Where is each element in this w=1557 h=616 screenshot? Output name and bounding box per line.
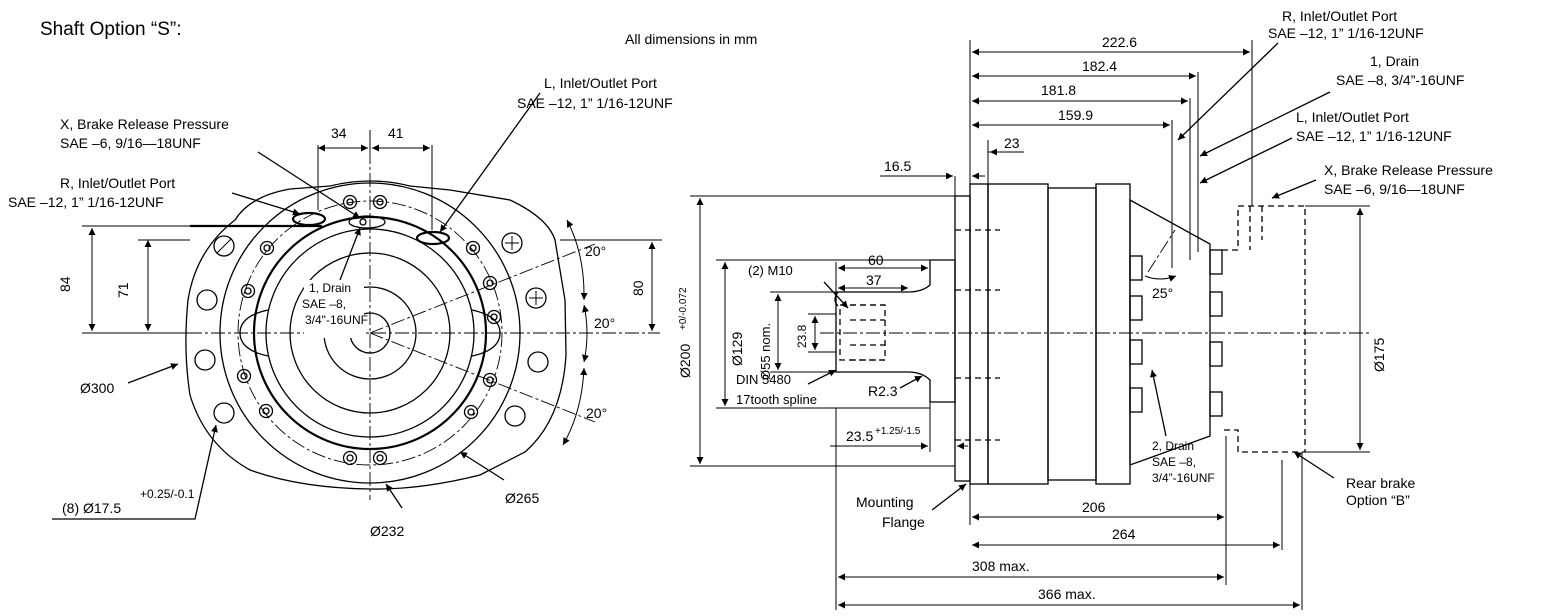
rear-brake-outline	[1222, 205, 1306, 453]
angle-25-label: 25°	[1152, 285, 1173, 301]
shaft	[835, 259, 956, 403]
dia-175-label: Ø175	[1371, 338, 1387, 372]
side-drain2-line3: 3/4”-16UNF	[1152, 471, 1215, 485]
dim-16-5-label: 16.5	[884, 158, 911, 174]
angle-top-label: 20°	[585, 243, 606, 259]
front-port-x-line2: SAE –6, 9/16—18UNF	[60, 135, 201, 151]
front-port-r-line2: SAE –12, 1” 1/16-12UNF	[8, 194, 164, 210]
dim-23-label: 23	[1004, 135, 1020, 151]
side-drain1-line1: 1, Drain	[1370, 53, 1419, 69]
mounting-flange-line2: Flange	[882, 514, 925, 530]
side-drain2-line1: 2, Drain	[1152, 439, 1194, 453]
dim-206-label: 206	[1082, 499, 1106, 515]
mounting-flange-line1: Mounting	[856, 494, 914, 510]
side-port-x-line2: SAE –6, 9/16—18UNF	[1324, 181, 1465, 197]
shaft-bore	[839, 304, 886, 361]
dim-23-5-tolerance: +1.25/-1.5	[875, 426, 921, 437]
dim-264-label: 264	[1112, 526, 1136, 542]
dim-222-6-label: 222.6	[1102, 34, 1137, 50]
front-drain-line3: 3/4"-16UNF	[305, 313, 368, 327]
front-drain-line2: SAE –8,	[302, 297, 346, 311]
dia-265-label: Ø265	[505, 490, 539, 506]
side-port-r-line2: SAE –12, 1” 1/16-12UNF	[1268, 25, 1424, 41]
dia-300-label: Ø300	[80, 380, 114, 396]
rear-brake-line1: Rear brake	[1346, 475, 1415, 491]
upper-angle-line	[369, 243, 596, 334]
units-note: All dimensions in mm	[625, 31, 757, 47]
dia-55-label: Ø55 nom.	[758, 323, 773, 380]
front-housing-outline	[185, 180, 567, 490]
dim-34-label: 34	[331, 125, 347, 141]
angle-bot-label: 20°	[586, 405, 607, 421]
dim-308-label: 308 max.	[972, 558, 1030, 574]
side-view: 25° 222.6 182.4 181.8 159.9 23 16.5 Ø200…	[677, 8, 1493, 610]
front-port-l-line2: SAE –12, 1” 1/16-12UNF	[517, 95, 673, 111]
dim-84-label: 84	[57, 276, 73, 292]
lower-angle-line	[369, 332, 596, 423]
radius-label: R2.3	[868, 383, 898, 399]
drain-port	[348, 215, 386, 229]
dia-232-label: Ø232	[370, 523, 404, 539]
front-port-r-line1: R, Inlet/Outlet Port	[60, 175, 175, 191]
dim-80-label: 80	[630, 280, 646, 296]
angle-mid-label: 20°	[594, 315, 615, 331]
thread-m10-label: (2) M10	[748, 263, 793, 278]
front-view: 34 41 84 71 80 20° 20° 20° L, Inlet/Outl…	[8, 75, 673, 539]
flange-body	[969, 183, 989, 485]
port-l	[415, 230, 451, 246]
port-r	[291, 211, 327, 227]
dim-181-8-label: 181.8	[1041, 82, 1076, 98]
drawing-title: Shaft Option “S”:	[40, 19, 182, 40]
dia-200-tolerance: +0/-0.072	[678, 287, 689, 330]
dia-129-label: Ø129	[729, 332, 745, 366]
dim-182-4-label: 182.4	[1082, 58, 1117, 74]
spline-line1: DIN 5480	[736, 372, 791, 387]
bolt-holes	[236, 194, 502, 466]
dim-23-8-label: 23.8	[795, 324, 809, 348]
dim-71-label: 71	[115, 282, 131, 298]
end-cover	[1129, 198, 1211, 466]
holes-label: (8) Ø17.5	[62, 500, 121, 516]
bolt-heads	[1129, 249, 1223, 417]
mounting-flange-plate	[954, 195, 971, 482]
mounting-holes	[194, 232, 549, 427]
front-port-x-line1: X, Brake Release Pressure	[60, 116, 229, 132]
dim-366-label: 366 max.	[1038, 586, 1096, 602]
dim-23-5-label: 23.5	[846, 428, 873, 444]
spline-line2: 17tooth spline	[736, 392, 817, 407]
dim-41-label: 41	[388, 125, 404, 141]
side-port-l-line1: L, Inlet/Outlet Port	[1296, 109, 1409, 125]
body-section-3	[1095, 183, 1131, 485]
side-port-l-line2: SAE –12, 1” 1/16-12UNF	[1296, 128, 1452, 144]
side-port-x-line1: X, Brake Release Pressure	[1324, 162, 1493, 178]
body-section-2	[1047, 187, 1097, 481]
holes-tolerance: +0.25/-0.1	[140, 487, 195, 501]
side-drain2-line2: SAE –8,	[1152, 455, 1196, 469]
side-drain1-line2: SAE –8, 3/4”-16UNF	[1336, 72, 1464, 88]
x-port	[359, 218, 367, 226]
front-drain-line1: 1, Drain	[309, 281, 351, 295]
dim-60-label: 60	[868, 252, 884, 268]
side-port-r-line1: R, Inlet/Outlet Port	[1282, 8, 1397, 24]
front-port-l-line1: L, Inlet/Outlet Port	[544, 75, 657, 91]
rear-brake-line2: Option “B”	[1346, 492, 1410, 508]
dim-159-9-label: 159.9	[1058, 107, 1093, 123]
dia-200-label: Ø200	[677, 344, 693, 378]
dim-37-label: 37	[866, 272, 882, 288]
body-section-1	[987, 183, 1049, 485]
